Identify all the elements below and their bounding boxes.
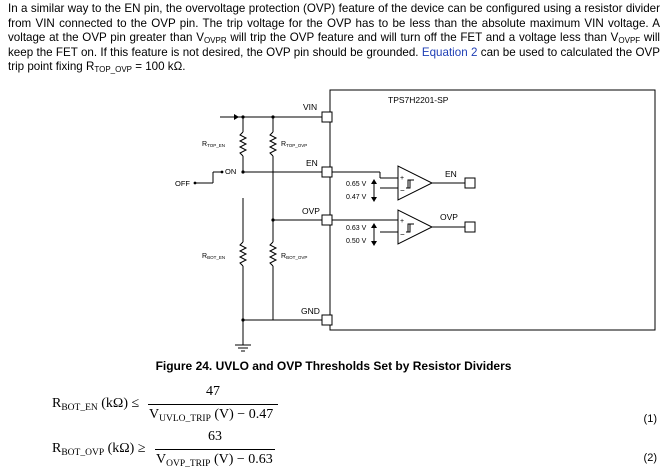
equation-2-numerator: 63 [208,429,222,444]
r-top-ovp-resistor [268,131,278,157]
en-output-label: EN [445,169,457,179]
ovp-output-label: OVP [440,212,458,222]
chip-name: TPS7H2201-SP [388,95,449,105]
r-top-en-label: RTOP_EN [202,141,225,148]
figure-caption: Figure 24. UVLO and OVP Thresholds Set b… [155,359,512,373]
equation-1-fraction-bar [148,404,278,405]
paragraph-subscript: TOP_OVP [94,65,133,75]
paragraph-text: = 100 kΩ. [132,60,186,74]
vin-arrow [234,114,239,120]
equation-1: RBOT_EN (kΩ) ≤ 47 VUVLO_TRIP (V) − 0.47 [52,384,667,424]
equation-1-numerator: 47 [206,384,220,399]
paragraph-text: can be used to calculated the OVP trip p… [8,45,660,74]
switch-on-label: ON [225,167,236,176]
paragraph-text: will keep the FET on. If this feature is… [8,31,660,59]
r-bot-en-label: RBOT_EN [202,253,225,260]
equation-1-lhs: RBOT_EN (kΩ) ≤ [52,396,140,413]
r-top-en-resistor [238,131,248,157]
paragraph-subscript: OVPF [618,36,641,46]
pin-en-label: EN [306,158,318,168]
body-paragraph: In a similar way to the EN pin, the over… [8,2,660,75]
ovp-threshold-low: 0.50 V [346,238,367,245]
r-top-ovp-label: RTOP_OVP [281,141,307,148]
pin-vin-label: VIN [303,102,317,112]
en-threshold-low: 0.47 V [346,194,367,201]
svg-text:+: + [400,175,404,182]
equation-2-lhs: RBOT_OVP (kΩ) ≥ [52,441,146,458]
equation-2-link[interactable]: Equation 2 [421,45,478,59]
switch-off-label: OFF [175,179,190,188]
svg-text:−: − [400,230,405,239]
paragraph-text: will trip the OVP feature and will turn … [226,31,619,45]
pin-gnd-label: GND [301,306,320,316]
paragraph-subscript: OVPR [203,36,227,46]
equation-2-fraction-bar [155,449,275,450]
resistor-divider-diagram: TPS7H2201-SP VIN EN OVP GND EN OVP ON OF… [175,89,656,352]
chip-body [329,89,656,331]
ovp-comparator [397,209,434,245]
en-threshold-high: 0.65 V [346,181,367,188]
pin-ovp-label: OVP [302,206,320,216]
equation-2: RBOT_OVP (kΩ) ≥ 63 VOVP_TRIP (V) − 0.63 [52,429,667,469]
svg-text:−: − [400,186,405,195]
r-bot-ovp-resistor [268,241,278,267]
r-bot-en-resistor [238,241,248,267]
ovp-threshold-high: 0.63 V [346,225,367,232]
paragraph-text: In a similar way to the EN pin, the over… [8,2,660,45]
equation-2-number: (2) [643,452,657,464]
r-bot-ovp-label: RBOT_OVP [281,253,307,260]
svg-text:+: + [400,218,404,225]
equation-1-denominator: VUVLO_TRIP (V) − 0.47 [149,407,274,424]
equation-1-number: (1) [643,413,657,425]
equation-2-denominator: VOVP_TRIP (V) − 0.63 [156,452,273,469]
en-comparator [397,165,434,201]
